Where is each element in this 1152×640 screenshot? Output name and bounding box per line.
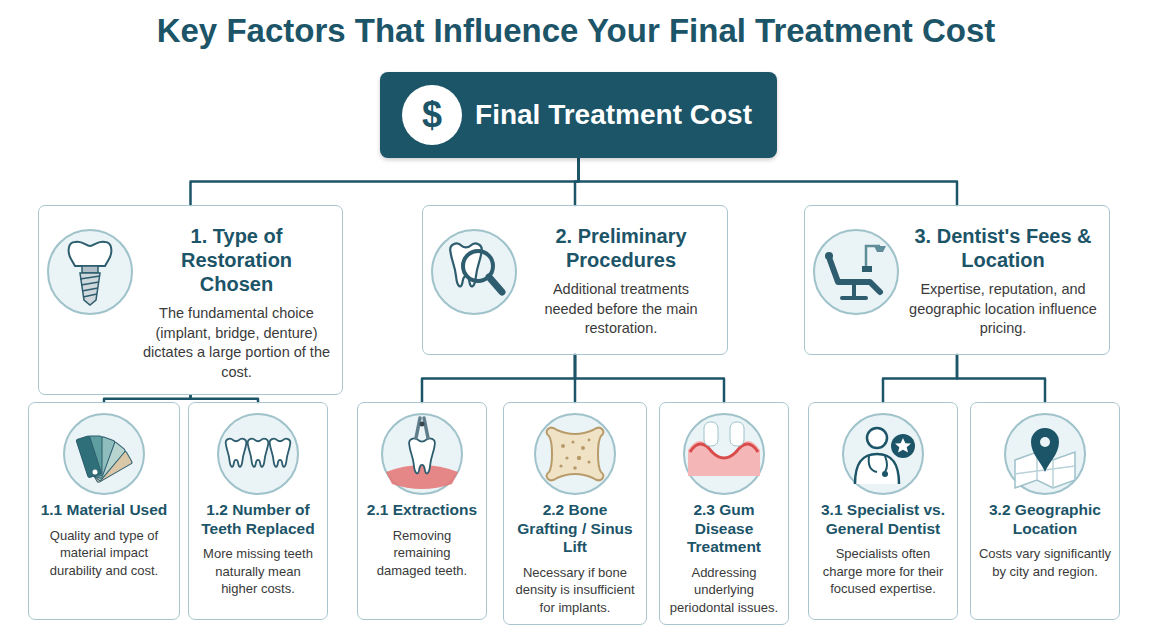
bone-graft-icon bbox=[535, 414, 615, 494]
diagram-title: Key Factors That Influence Your Final Tr… bbox=[0, 12, 1152, 50]
material-swatch-icon bbox=[64, 414, 144, 494]
node-description: More missing teeth naturally mean higher… bbox=[196, 545, 320, 598]
factor-box: 1.2 Number of Teeth ReplacedMore missing… bbox=[188, 402, 328, 620]
tree-connector bbox=[104, 395, 191, 402]
node-description: Expertise, reputation, and geographic lo… bbox=[909, 280, 1097, 339]
dental-chair-icon bbox=[814, 230, 898, 314]
factor-box: 3.2 Geographic LocationCosts vary signif… bbox=[970, 402, 1120, 620]
tree-connector bbox=[575, 355, 724, 402]
node-description: Addressing underlying periodontal issues… bbox=[667, 564, 781, 617]
teeth-row-icon bbox=[218, 414, 298, 494]
node-description: Necessary if bone density is insufficien… bbox=[511, 564, 639, 617]
tree-connector bbox=[883, 355, 957, 402]
specialist-icon bbox=[843, 414, 923, 494]
dollar-icon: $ bbox=[402, 85, 462, 145]
node-heading: 2. Preliminary Procedures bbox=[527, 224, 715, 272]
node-heading: 2.2 Bone Grafting / Sinus Lift bbox=[511, 501, 639, 557]
node-heading: 2.3 Gum Disease Treatment bbox=[667, 501, 781, 557]
node-description: Costs vary significantly by city and reg… bbox=[978, 545, 1112, 580]
implant-icon bbox=[48, 230, 132, 314]
factor-box: 2.1 ExtractionsRemoving remaining damage… bbox=[357, 402, 487, 620]
node-heading: 3.1 Specialist vs. General Dentist bbox=[816, 501, 950, 538]
tree-connector bbox=[422, 355, 575, 402]
magnifier-tooth-icon bbox=[432, 230, 516, 314]
node-description: Quality and type of material impact dura… bbox=[36, 527, 172, 580]
node-description: The fundamental choice (implant, bridge,… bbox=[143, 304, 330, 382]
node-heading: 1. Type of Restoration Chosen bbox=[143, 224, 330, 296]
node-heading: 3.2 Geographic Location bbox=[978, 501, 1112, 538]
node-heading: 1.1 Material Used bbox=[36, 501, 172, 520]
category-box: 2. Preliminary ProceduresAdditional trea… bbox=[422, 205, 728, 355]
node-heading: Final Treatment Cost bbox=[475, 99, 752, 131]
factor-box: 2.3 Gum Disease TreatmentAddressing unde… bbox=[659, 402, 789, 625]
gum-icon bbox=[684, 414, 764, 494]
tree-connector bbox=[957, 355, 1045, 402]
tree-connector bbox=[191, 158, 579, 205]
category-box: 3. Dentist's Fees & LocationExpertise, r… bbox=[804, 205, 1110, 355]
node-heading: 3. Dentist's Fees & Location bbox=[909, 224, 1097, 272]
tree-connector bbox=[579, 158, 958, 205]
node-description: Additional treatments needed before the … bbox=[527, 280, 715, 339]
category-box: 1. Type of Restoration ChosenThe fundame… bbox=[38, 205, 343, 395]
node-description: Removing remaining damaged teeth. bbox=[365, 527, 479, 580]
node-heading: 2.1 Extractions bbox=[365, 501, 479, 520]
factor-box: 1.1 Material UsedQuality and type of mat… bbox=[28, 402, 180, 620]
factor-box: 2.2 Bone Grafting / Sinus LiftNecessary … bbox=[503, 402, 647, 625]
tree-connector bbox=[191, 395, 259, 402]
extraction-icon bbox=[382, 414, 462, 494]
factor-box: 3.1 Specialist vs. General DentistSpecia… bbox=[808, 402, 958, 620]
node-heading: 1.2 Number of Teeth Replaced bbox=[196, 501, 320, 538]
node-description: Specialists often charge more for their … bbox=[816, 545, 950, 598]
map-pin-icon bbox=[1005, 414, 1085, 494]
